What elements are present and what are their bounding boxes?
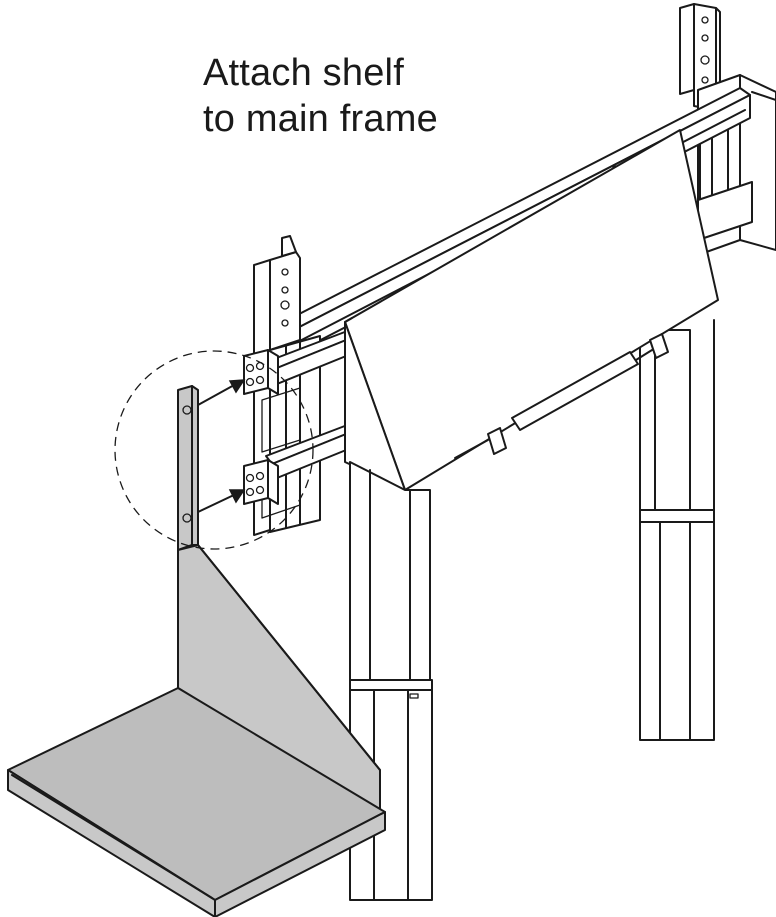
right-column <box>639 319 715 741</box>
rail-connector-lower <box>243 459 279 505</box>
caption-line-1: Attach shelf <box>203 52 404 94</box>
arrow-icon <box>197 489 246 513</box>
cross-rails <box>265 329 357 481</box>
caption-line-2: to main frame <box>203 98 438 140</box>
detail-dashed-circle-icon <box>114 350 314 550</box>
shelf-assembly <box>7 385 386 917</box>
main-column <box>349 461 433 901</box>
instruction-caption: Attach shelf to main frame <box>203 50 438 142</box>
rail-connector-upper <box>243 349 279 395</box>
arrow-icon <box>197 379 246 406</box>
top-cover <box>344 129 719 491</box>
